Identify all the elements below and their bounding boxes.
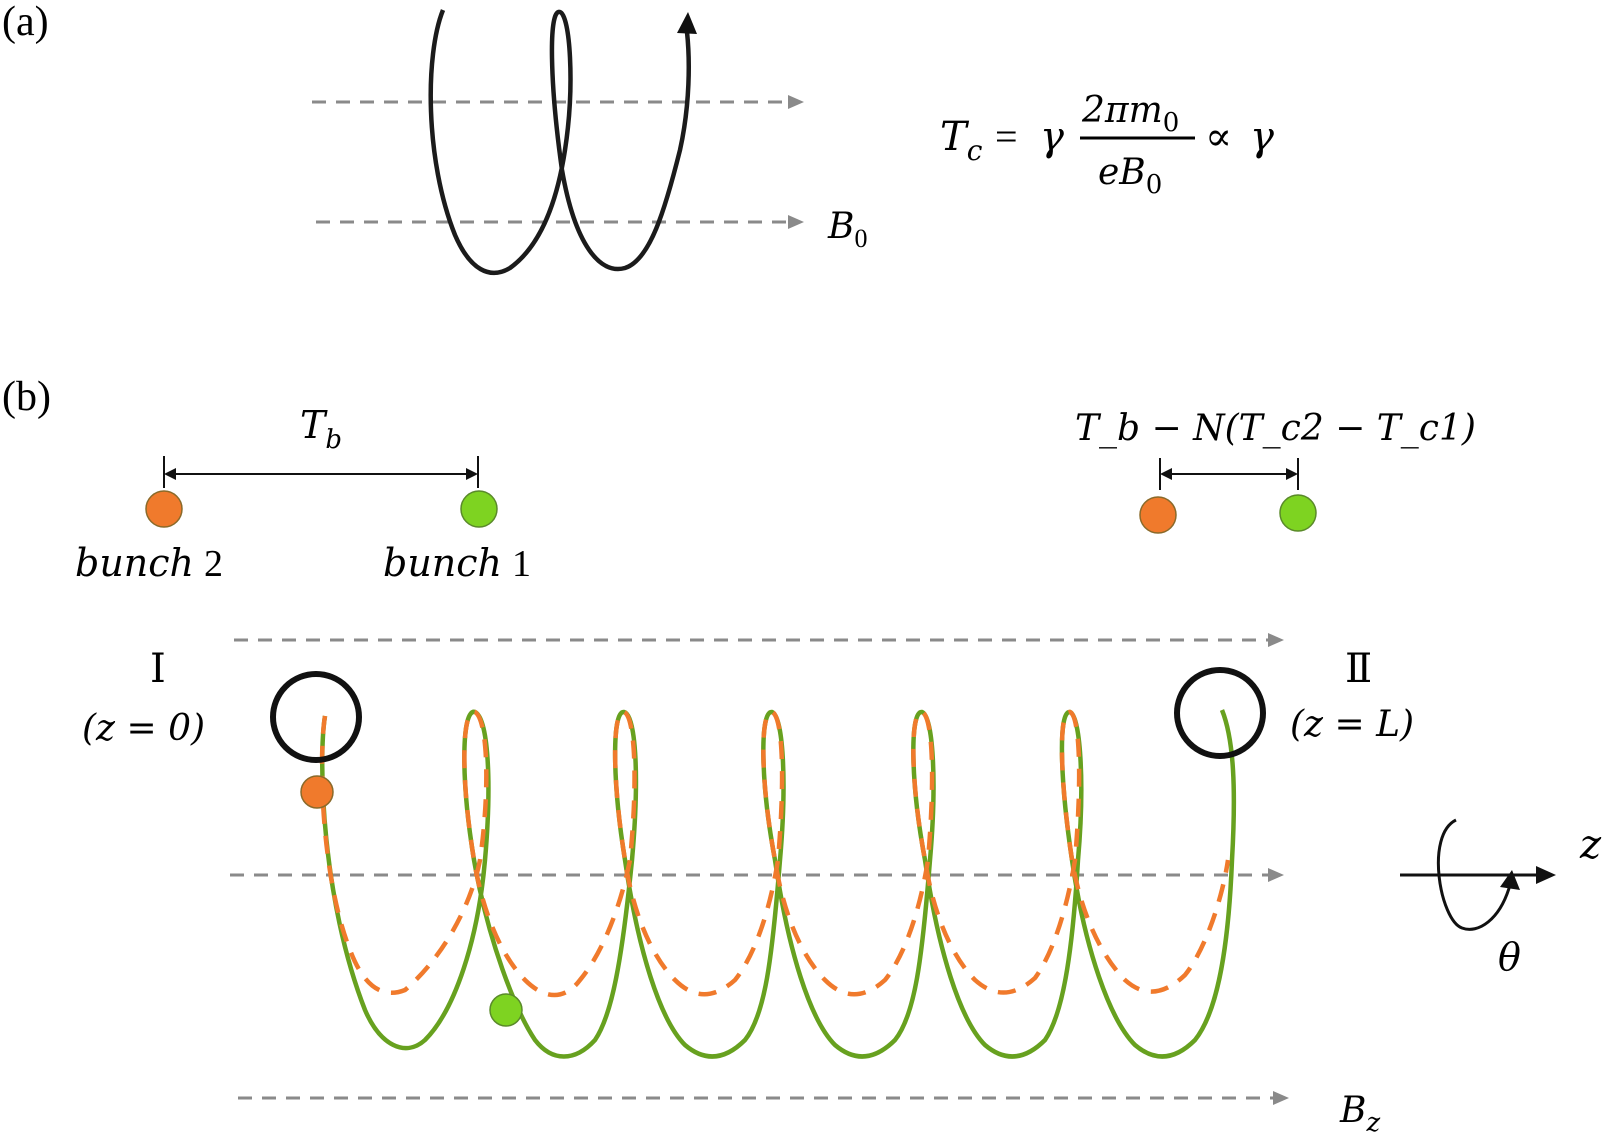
bunch-2-dot-final	[1139, 496, 1177, 534]
field-arrowhead	[1268, 868, 1284, 882]
panel-a-helix-arrowhead	[677, 12, 697, 34]
panel-a-field-lines	[312, 95, 804, 229]
station-2-numeral: Ⅱ	[1345, 646, 1372, 691]
bunch-2-trajectory	[319, 709, 1231, 998]
station-1-position: (z = 0)	[82, 708, 205, 749]
bunch-spacing-final: T_b − N(T_c2 − T_c1)	[1075, 408, 1476, 534]
spacing-left-label: Tb	[300, 403, 342, 455]
formula-gamma: γ	[1040, 114, 1064, 160]
formula-denominator: eB0	[1098, 152, 1162, 200]
formula-numerator: 2πm0	[1081, 90, 1179, 138]
bunch-1-marker	[489, 993, 523, 1027]
spacing-right-label: T_b − N(T_c2 − T_c1)	[1075, 408, 1476, 449]
panel-a-field-label: B0	[827, 206, 867, 253]
panel-b-field-lines	[230, 633, 1289, 1105]
field-arrowhead	[788, 95, 804, 109]
station-2-position: (z = L)	[1290, 704, 1414, 745]
formula-rhs: γ	[1250, 114, 1274, 160]
bunch-1-dot-final	[1279, 494, 1317, 532]
bunch-1-dot	[460, 490, 498, 528]
z-axis-arrowhead	[1536, 866, 1556, 884]
station-2-label: Ⅱ (z = L)	[1290, 646, 1414, 745]
bunch-2-dot	[145, 490, 183, 528]
rotation-axis-indicator: z θ	[1400, 818, 1602, 979]
formula-equals: =	[995, 114, 1018, 159]
formula-proportional: ∝	[1205, 114, 1232, 159]
station-2-ring	[1174, 667, 1266, 759]
panel-a-helix-trajectory	[428, 9, 691, 276]
rotation-arc	[1436, 818, 1512, 931]
z-axis-label: z	[1579, 822, 1602, 868]
bunch-2-marker	[300, 775, 334, 809]
field-arrowhead	[788, 215, 804, 229]
panel-b-field-label: Bz	[1339, 1090, 1380, 1138]
cyclotron-period-formula: Tc = γ 2πm0 eB0 ∝ γ	[940, 90, 1274, 200]
panel-a: (a) B0 Tc = γ 2πm0 eB0 ∝ γ	[2, 0, 1274, 276]
station-1-numeral: Ⅰ	[150, 646, 166, 691]
theta-label: θ	[1498, 935, 1521, 979]
rotation-arrowhead	[1500, 870, 1520, 890]
station-1-label: Ⅰ (z = 0)	[82, 646, 205, 749]
panel-b-label: (b)	[2, 374, 51, 420]
field-arrowhead	[1273, 1091, 1289, 1105]
field-arrowhead	[1268, 633, 1284, 647]
formula-lhs: Tc	[940, 114, 983, 167]
station-1-ring	[270, 671, 362, 763]
panel-a-label: (a)	[2, 0, 49, 45]
